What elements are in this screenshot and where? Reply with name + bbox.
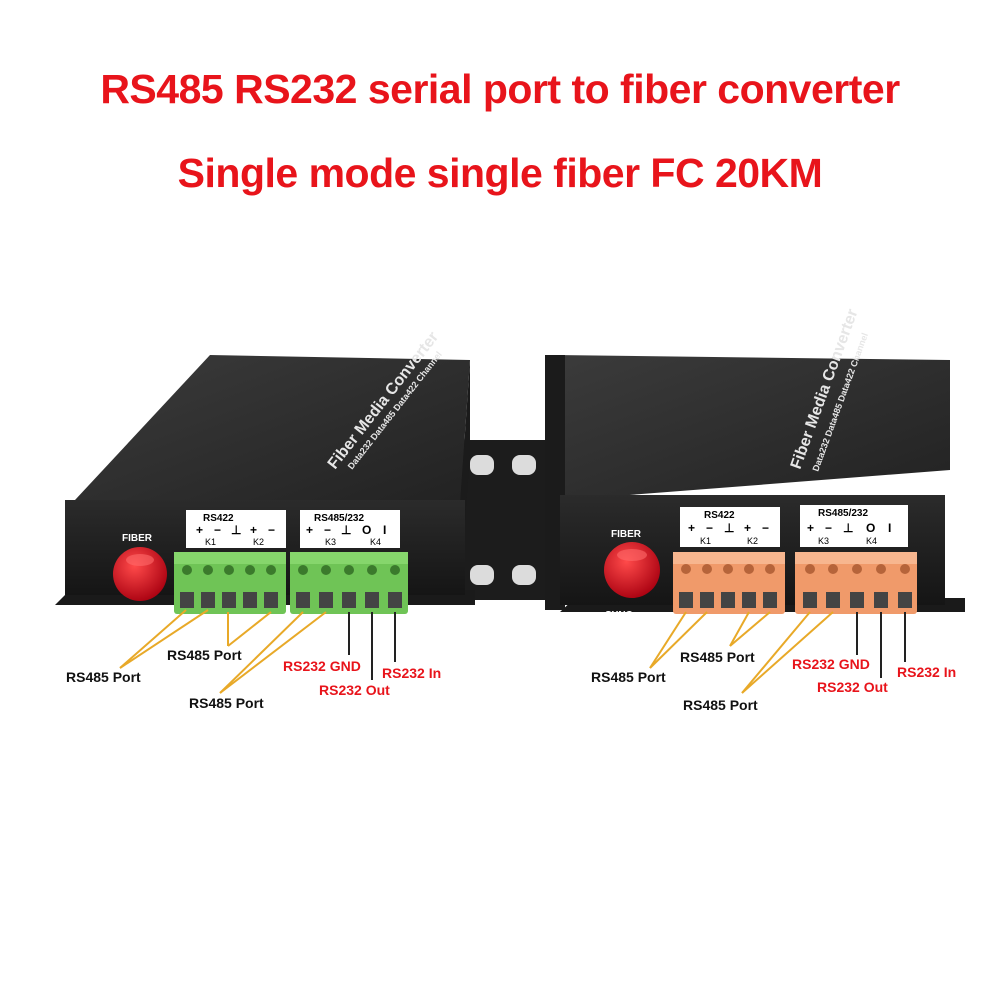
left-k3: K3	[325, 537, 336, 547]
right-k3: K3	[818, 536, 829, 546]
left-fiber-label: FIBER	[122, 533, 153, 544]
right-pin-i: I	[888, 521, 891, 535]
right-callout-rs485-port-1: RS485 Port	[591, 669, 666, 685]
left-rs422-label: RS422	[203, 513, 234, 524]
right-orange-terminal-2[interactable]	[795, 552, 917, 614]
left-pin-o: O	[362, 523, 371, 537]
left-callout-rs232-gnd: RS232 GND	[283, 658, 361, 674]
left-pin-plus-2: +	[250, 523, 257, 537]
left-callout-rs485-port-1: RS485 Port	[66, 669, 141, 685]
right-converter: Fiber Media Converter Data232 Data485 Da…	[545, 307, 965, 694]
right-rs422-label: RS422	[704, 510, 735, 521]
left-converter: Fiber Media Converter Data232 Data485 Da…	[55, 329, 475, 694]
left-callout-rs485-port-3: RS485 Port	[189, 695, 264, 711]
left-fiber-connector[interactable]	[113, 547, 167, 601]
product-photo: Fiber Media Converter Data232 Data485 Da…	[55, 307, 965, 694]
left-pin-minus-3: −	[324, 523, 331, 537]
left-pin-i: I	[383, 523, 386, 537]
right-pin-plus-2: +	[744, 521, 751, 535]
right-k1: K1	[700, 536, 711, 546]
left-green-terminal-2[interactable]	[290, 552, 408, 614]
headline-line-2: Single mode single fiber FC 20KM	[177, 150, 823, 196]
left-sync-label: SYNC	[142, 610, 170, 621]
left-callout-rs232-out: RS232 Out	[319, 682, 390, 698]
headline-line-1: RS485 RS232 serial port to fiber convert…	[100, 66, 900, 112]
right-rs485-232-label: RS485/232	[818, 508, 868, 519]
left-pin-plus-3: +	[306, 523, 313, 537]
right-pin-minus-3: −	[825, 521, 832, 535]
right-k4: K4	[866, 536, 877, 546]
left-pin-gnd: ⊥	[231, 523, 241, 537]
mounting-bracket	[460, 440, 552, 600]
right-k2: K2	[747, 536, 758, 546]
right-fiber-connector[interactable]	[604, 542, 660, 598]
left-callout-rs485-port-2: RS485 Port	[167, 647, 242, 663]
right-pin-plus-1: +	[688, 521, 695, 535]
right-sync-label: SYNC	[605, 610, 633, 621]
left-pin-plus-1: +	[196, 523, 203, 537]
right-orange-terminal-1[interactable]	[673, 552, 785, 614]
left-pin-minus-1: −	[214, 523, 221, 537]
left-callout-rs232-in: RS232 In	[382, 665, 442, 681]
right-callout-rs485-port-2: RS485 Port	[680, 649, 755, 665]
right-pin-gnd-2: ⊥	[843, 521, 853, 535]
right-pin-minus-2: −	[762, 521, 769, 535]
right-pin-minus-1: −	[706, 521, 713, 535]
right-pin-plus-3: +	[807, 521, 814, 535]
right-pin-o: O	[866, 521, 875, 535]
left-k2: K2	[253, 537, 264, 547]
right-callout-rs232-in: RS232 In	[897, 664, 957, 680]
right-callout-rs232-out: RS232 Out	[817, 679, 888, 695]
left-k1: K1	[205, 537, 216, 547]
left-pin-gnd-2: ⊥	[341, 523, 351, 537]
right-callout-rs232-gnd: RS232 GND	[792, 656, 870, 672]
right-callout-rs485-port-3: RS485 Port	[683, 697, 758, 713]
left-pin-minus-2: −	[268, 523, 275, 537]
right-fiber-label: FIBER	[611, 529, 642, 540]
right-pin-gnd: ⊥	[724, 521, 734, 535]
left-k4: K4	[370, 537, 381, 547]
left-green-terminal-1[interactable]	[174, 552, 286, 614]
left-rs485-232-label: RS485/232	[314, 513, 364, 524]
